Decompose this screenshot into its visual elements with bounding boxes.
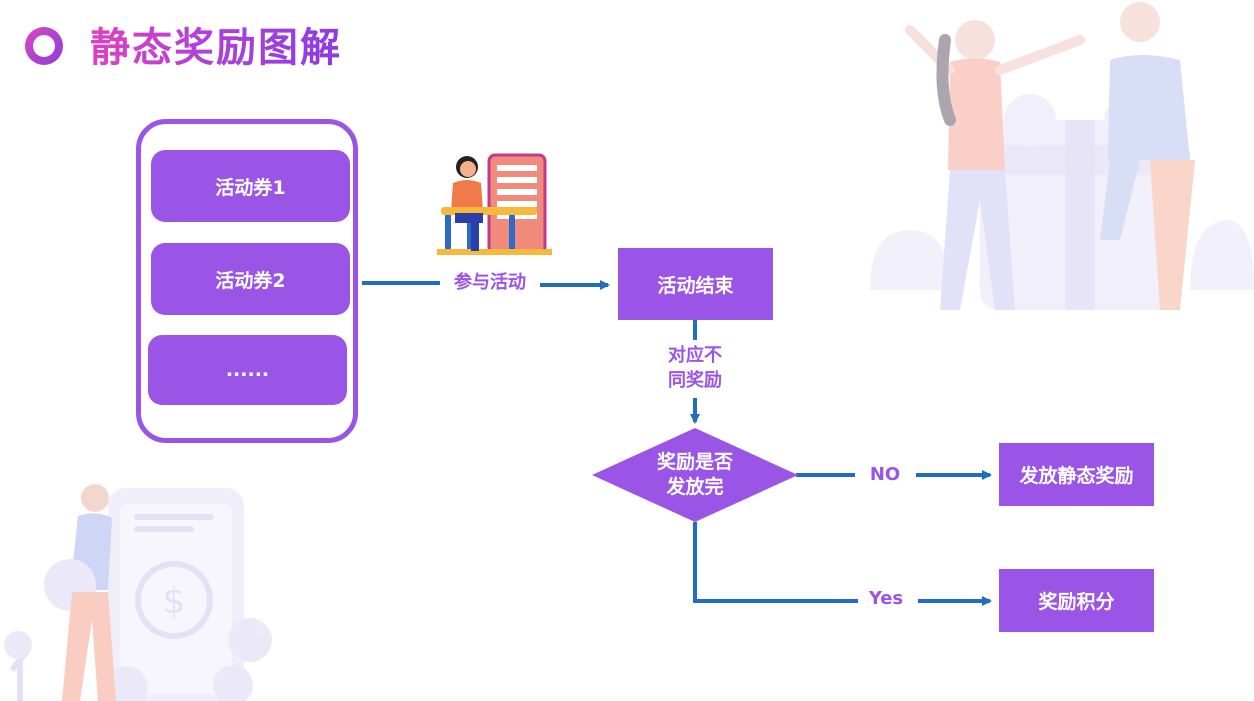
no-label: NO (869, 464, 901, 485)
top-right-illustration (860, 0, 1254, 318)
decision-label: 奖励是否 发放完 (625, 450, 765, 500)
page-title: 静态奖励图解 (90, 22, 342, 74)
coupon-item-1: 活动券1 (151, 150, 350, 222)
bottom-left-illustration: $ (4, 484, 272, 701)
join-activity-label: 参与活动 (454, 272, 526, 293)
arrow-yes-left (693, 522, 858, 603)
reward-mapping-label: 对应不 同奖励 (645, 343, 745, 393)
reward-mapping-line-2: 同奖励 (668, 370, 722, 391)
svg-text:$: $ (163, 581, 186, 622)
reward-mapping-line-1: 对应不 (668, 345, 722, 366)
yes-label: Yes (868, 588, 904, 609)
coupon-item-2: 活动券2 (151, 243, 350, 315)
decision-line-1: 奖励是否 (656, 451, 733, 473)
activity-end-box: 活动结束 (618, 248, 773, 320)
coupon-item-more: ...... (148, 335, 347, 405)
decision-diamond (592, 428, 798, 522)
reward-points-box: 奖励积分 (999, 569, 1154, 632)
static-reward-box: 发放静态奖励 (999, 443, 1154, 506)
title-ring-icon (25, 27, 63, 65)
worker-at-desk-icon (437, 153, 552, 255)
decision-line-2: 发放完 (666, 476, 724, 498)
